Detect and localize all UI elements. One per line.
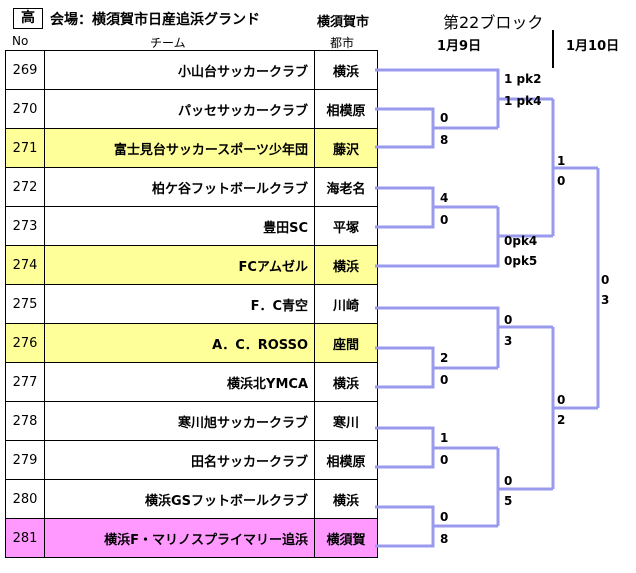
team-number: 276 — [5, 323, 45, 363]
team-city: 座間 — [314, 323, 378, 363]
bracket-line — [375, 107, 435, 149]
team-number: 271 — [5, 128, 45, 168]
team-city: 横浜 — [314, 479, 378, 519]
team-name: 富士見台サッカースポーツ少年団 — [44, 128, 315, 168]
score: 1 — [557, 154, 566, 168]
bracket-line — [375, 306, 500, 368]
team-city: 川崎 — [314, 284, 378, 324]
score: 8 — [440, 133, 449, 147]
bracket-line — [375, 186, 435, 229]
score: 2 — [557, 413, 566, 427]
team-number: 278 — [5, 401, 45, 441]
date-day1: 1月9日 — [437, 39, 482, 54]
team-city: 海老名 — [314, 167, 378, 207]
team-name: 寒川旭サッカークラブ — [44, 401, 315, 441]
score: 4 — [440, 191, 449, 205]
score: 0 — [557, 174, 566, 188]
team-city: 平塚 — [314, 206, 378, 246]
score: 0 — [557, 393, 566, 407]
team-city: 横浜 — [314, 245, 378, 285]
score: 2 — [440, 351, 449, 365]
score: 0 — [440, 453, 449, 467]
score: 8 — [440, 532, 449, 546]
venue-title: 会場：横須賀市日産追浜グランド — [50, 12, 260, 28]
team-city: 寒川 — [314, 401, 378, 441]
team-name: 横浜GSフットボールクラブ — [44, 479, 315, 519]
score: 0 — [504, 474, 513, 488]
team-name: A．C．ROSSO — [44, 323, 315, 363]
bracket-line — [375, 426, 435, 469]
team-number: 272 — [5, 167, 45, 207]
bracket-line — [375, 207, 500, 268]
score: 0 — [504, 313, 513, 327]
host-city: 横須賀市 — [317, 15, 370, 30]
column-header-no: No — [12, 34, 29, 48]
score: 5 — [504, 494, 513, 508]
team-number: 270 — [5, 89, 45, 129]
score: 0pk5 — [504, 254, 538, 268]
score: 1 pk4 — [504, 94, 542, 108]
score: 0 — [440, 111, 449, 125]
score: 0 — [440, 373, 449, 387]
score: 0 — [601, 273, 610, 287]
bracket-line — [375, 505, 435, 548]
score: 0 — [440, 213, 449, 227]
score: 3 — [601, 293, 610, 307]
team-number: 281 — [5, 518, 45, 558]
score: 0pk4 — [504, 234, 538, 248]
score: 1 — [440, 431, 449, 445]
score: 3 — [504, 334, 513, 348]
division-badge: 高 — [13, 8, 43, 29]
team-city: 横浜 — [314, 362, 378, 402]
column-header-city: 都市 — [330, 36, 355, 50]
date-day2: 1月10日 — [566, 39, 620, 54]
team-city: 横須賀 — [314, 518, 378, 558]
team-name: 田名サッカークラブ — [44, 440, 315, 480]
team-name: 横浜F・マリノスプライマリー追浜 — [44, 518, 315, 558]
column-header-team: チーム — [150, 36, 186, 50]
block-title: 第22ブロック — [443, 13, 544, 32]
team-name: 横浜北YMCA — [44, 362, 315, 402]
team-name: 柏ケ谷フットボールクラブ — [44, 167, 315, 207]
team-name: FCアムゼル — [44, 245, 315, 285]
bracket-line — [375, 68, 500, 128]
team-number: 277 — [5, 362, 45, 402]
score: 1 pk2 — [504, 72, 542, 86]
team-name: パッセサッカークラブ — [44, 89, 315, 129]
score: 0 — [440, 510, 449, 524]
bracket-line — [375, 346, 435, 389]
date-divider — [552, 30, 554, 68]
team-city: 横浜 — [314, 50, 378, 90]
team-name: 小山台サッカークラブ — [44, 50, 315, 90]
team-city: 相模原 — [314, 440, 378, 480]
